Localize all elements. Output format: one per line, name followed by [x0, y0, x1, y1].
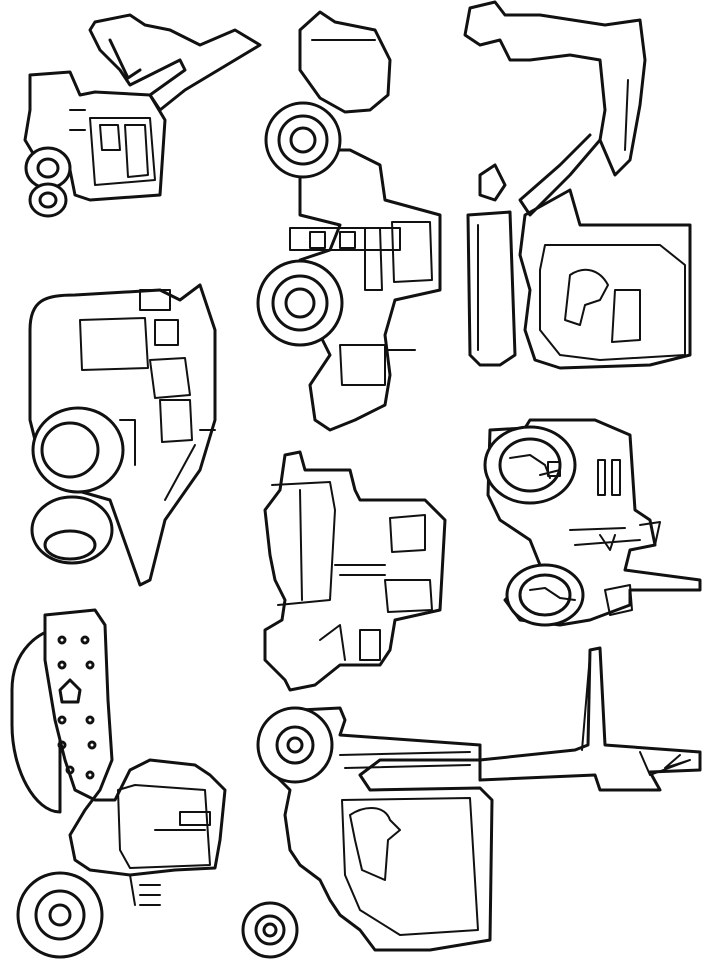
compactor-roller-icon: [10, 608, 227, 959]
backhoe-loader-icon: [23, 13, 262, 218]
tandem-roller-icon: [263, 450, 447, 692]
telehandler-icon: [241, 646, 702, 959]
wheel-loader-icon: [256, 10, 442, 432]
ride-on-roller-icon: [483, 418, 702, 627]
excavator-icon: [463, 0, 692, 370]
dump-truck-icon: [28, 283, 217, 587]
